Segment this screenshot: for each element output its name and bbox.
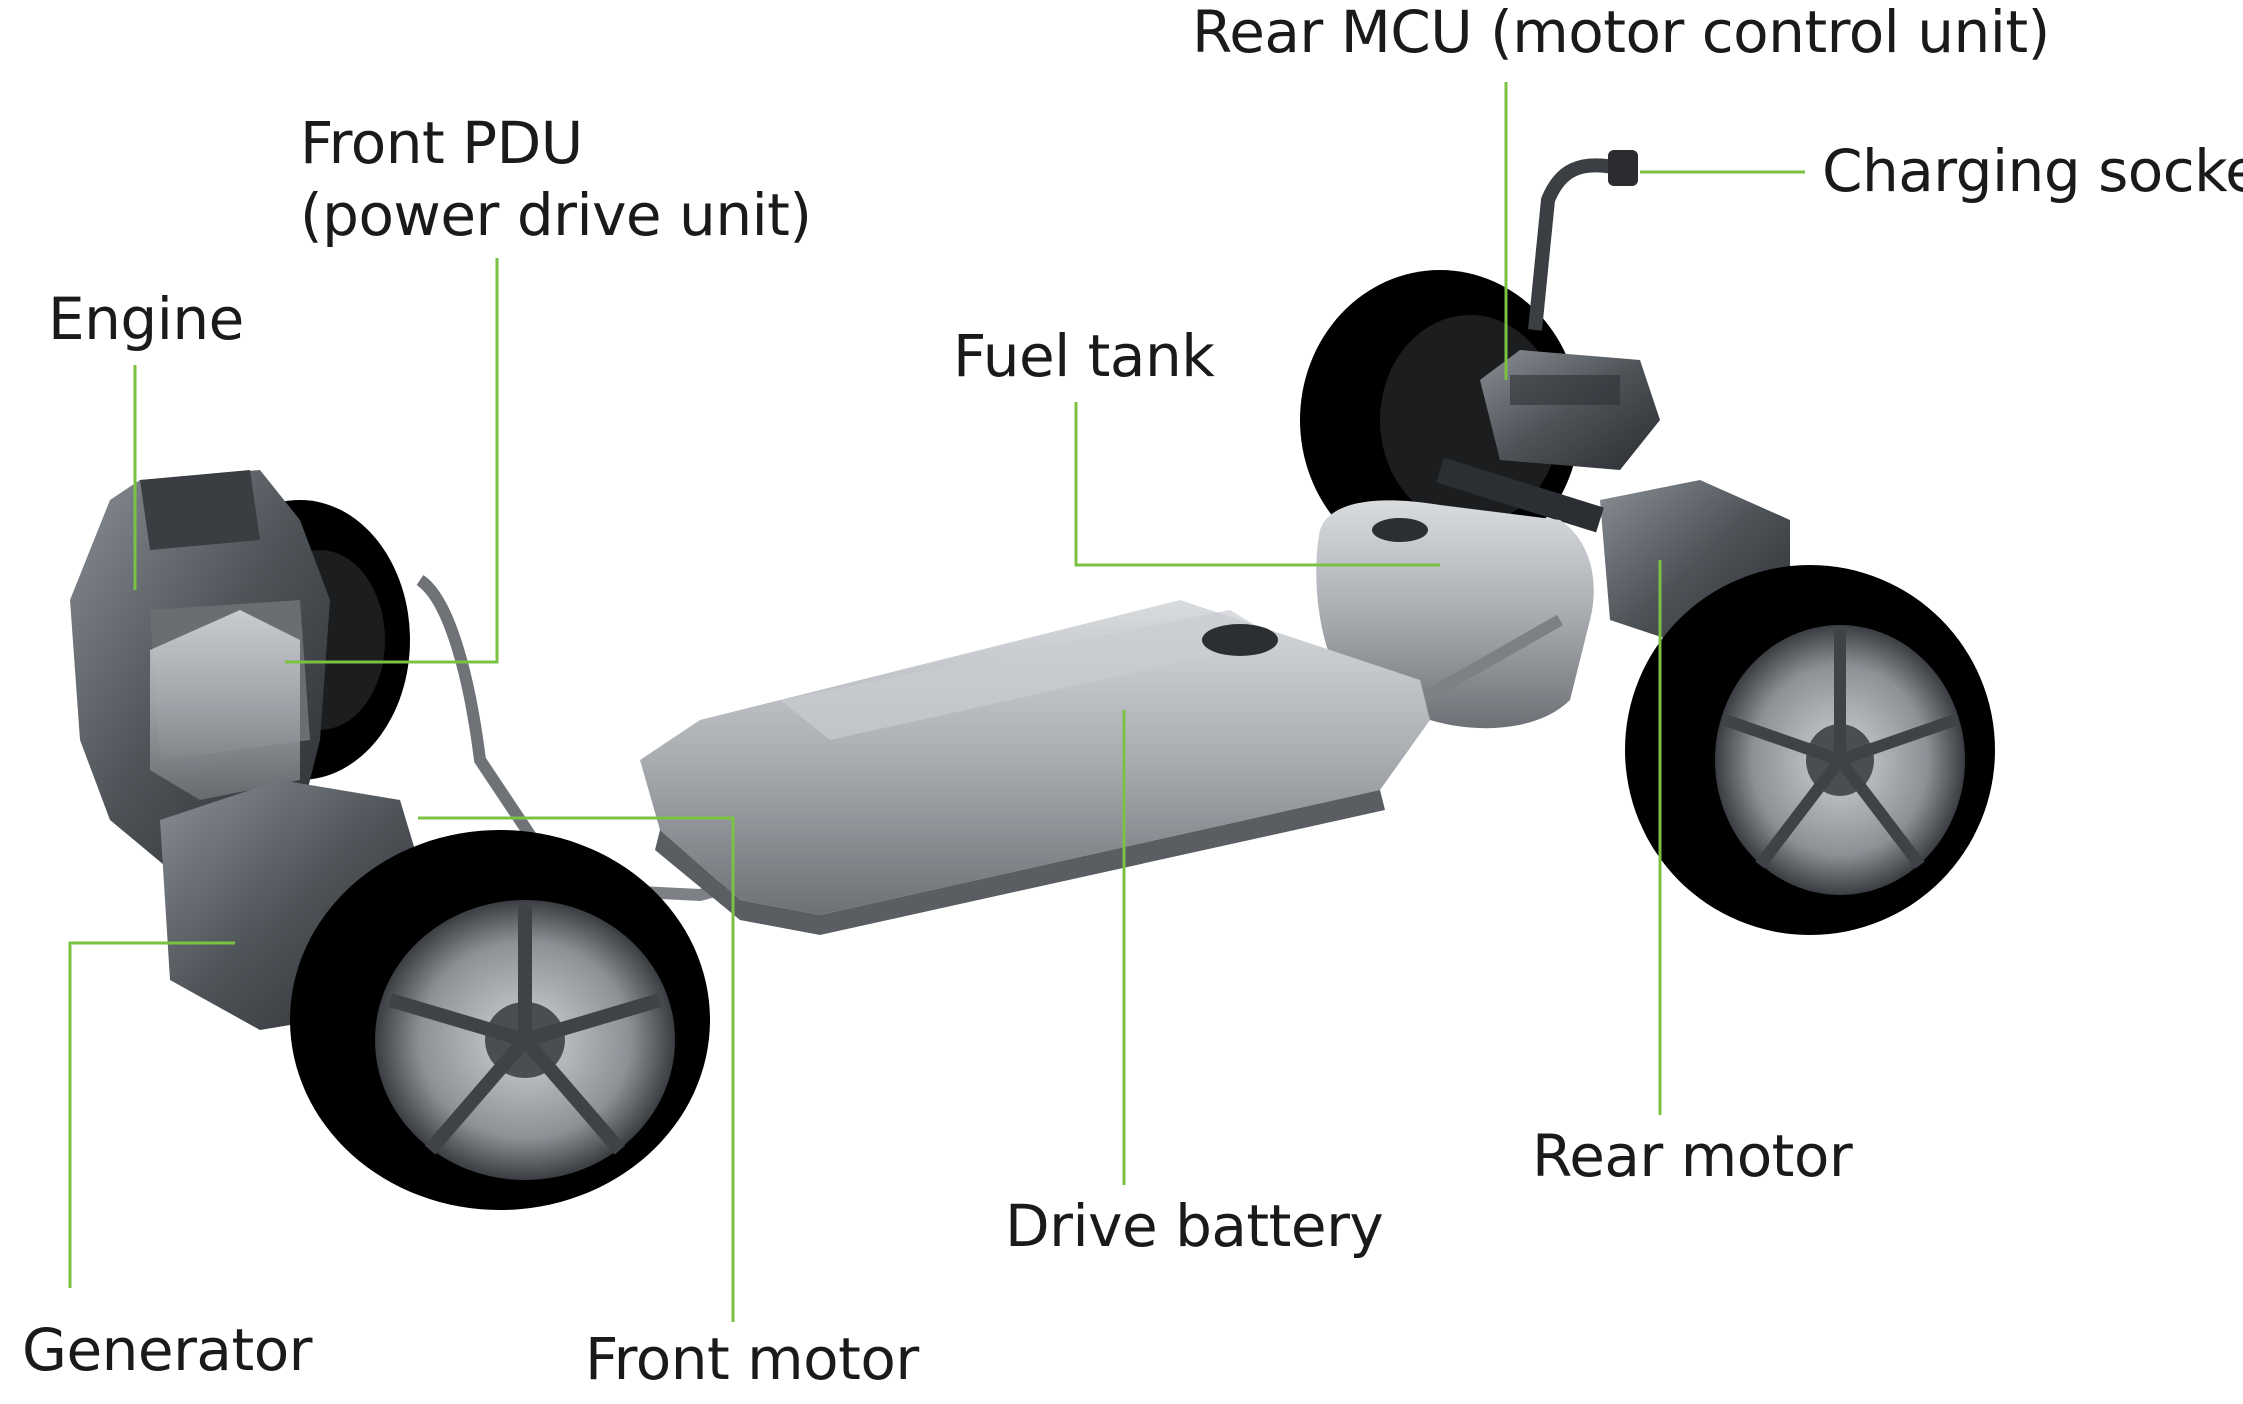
label-charging-socket: Charging socket: [1822, 137, 2243, 205]
drive-battery-pack: [640, 600, 1430, 935]
label-drive-battery: Drive battery: [1005, 1192, 1384, 1260]
rear-right-wheel: [1625, 565, 1995, 935]
front-pdu-unit: [150, 610, 300, 800]
label-rear-mcu: Rear MCU (motor control unit): [1192, 0, 2050, 66]
label-rear-motor: Rear motor: [1532, 1122, 1853, 1190]
label-generator: Generator: [22, 1316, 313, 1384]
front-right-wheel: [290, 830, 710, 1210]
label-front-motor: Front motor: [585, 1325, 919, 1393]
charging-cable: [1528, 150, 1638, 331]
label-front-pdu-line2: (power drive unit): [300, 181, 812, 249]
leader-generator: [68, 941, 235, 1288]
rear-mcu-unit: [1480, 350, 1660, 470]
label-fuel-tank: Fuel tank: [953, 322, 1215, 390]
label-front-pdu-line1: Front PDU: [300, 109, 583, 177]
label-engine: Engine: [48, 285, 244, 353]
leader-front-pdu: [285, 258, 499, 664]
leader-front-motor: [418, 816, 735, 1322]
leader-fuel-tank: [1074, 402, 1440, 567]
